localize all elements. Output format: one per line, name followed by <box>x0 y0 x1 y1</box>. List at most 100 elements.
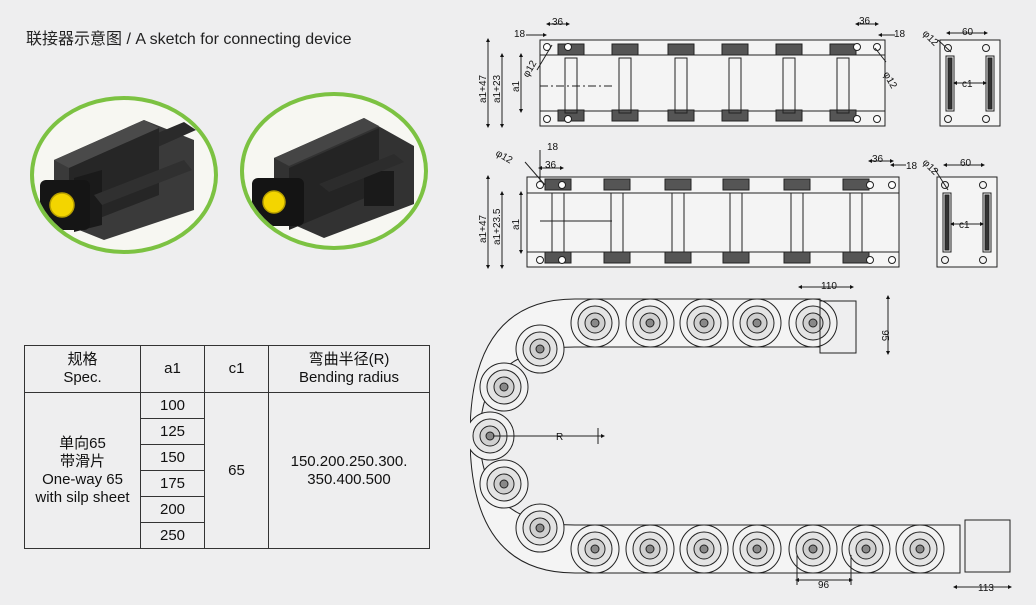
chain-link <box>679 524 729 574</box>
chain-plate-bottom <box>783 251 811 264</box>
crossbar <box>551 192 565 253</box>
chain-link <box>570 524 620 574</box>
header-bending-radius: 弯曲半径(R)Bending radius <box>268 345 430 393</box>
dim-a1: a1 <box>511 80 522 92</box>
dim-phi12-left: φ12 <box>521 58 540 79</box>
sketch-caption: 联接器示意图 / A sketch for connecting device <box>26 31 352 48</box>
dim-18-left: 18 <box>514 29 526 40</box>
chain-link <box>625 298 675 348</box>
a1-cell: 150 <box>140 444 205 471</box>
dim-110: 110 <box>821 281 837 292</box>
side-dim-60: 60 <box>962 27 974 38</box>
header-c1: c1 <box>204 345 269 393</box>
chain-plate-bottom <box>721 109 749 122</box>
radius-cell: 150.200.250.300.350.400.500 <box>268 392 430 549</box>
chain-plate-top <box>667 43 695 56</box>
pin-hole <box>558 256 566 264</box>
connector-illustration-1 <box>40 120 196 240</box>
chain-plate-bottom <box>722 251 750 264</box>
pin-hole <box>543 115 551 123</box>
dim-a1-47-2: a1+47 <box>478 214 489 243</box>
header-a1: a1 <box>140 345 205 393</box>
dim-18-left-2: 18 <box>547 142 559 153</box>
dim-18-right: 18 <box>894 29 906 40</box>
a1-cell: 175 <box>140 470 205 497</box>
chain-plate-top <box>842 178 870 191</box>
chain-link <box>515 324 565 374</box>
dim-36-left: 36 <box>552 17 564 28</box>
c1-cell: 65 <box>204 392 269 549</box>
side-dim-60-2: 60 <box>960 158 972 169</box>
top-view-drawing-2 <box>486 150 906 269</box>
chain-link <box>515 503 565 553</box>
chain-link <box>732 298 782 348</box>
dim-a1-2: a1 <box>511 218 522 230</box>
crossbar <box>618 57 632 114</box>
chain-link <box>479 362 529 412</box>
chain-plate-bottom <box>603 251 631 264</box>
side-view-drawing-2 <box>933 163 998 268</box>
chain-plate-top <box>775 43 803 56</box>
dim-36-right: 36 <box>859 16 871 27</box>
chain-plate-bottom <box>829 109 857 122</box>
dim-a1-23: a1+23 <box>492 74 503 103</box>
side-dim-phi12-2: φ12 <box>920 157 941 178</box>
dim-phi12-left-2: φ12 <box>494 148 515 167</box>
chain-plate-top <box>664 178 692 191</box>
chain-link <box>732 524 782 574</box>
chain-plate-top <box>829 43 857 56</box>
dim-a1-23-5: a1+23.5 <box>492 208 503 245</box>
chain-plate-top <box>544 178 572 191</box>
chain-plate-top <box>721 43 749 56</box>
a1-cell: 100 <box>140 392 205 419</box>
crossbar <box>674 57 688 114</box>
chain-link <box>895 524 945 574</box>
chain-plate-bottom <box>664 251 692 264</box>
side-dim-c1-2: c1 <box>959 220 970 231</box>
dim-a1-47: a1+47 <box>478 74 489 103</box>
pin-hole <box>888 256 896 264</box>
side-view-drawing-1 <box>937 31 1001 127</box>
crossbar <box>790 192 804 253</box>
chain-plate-bottom <box>611 109 639 122</box>
chain-plate-top <box>783 178 811 191</box>
a1-cell: 200 <box>140 496 205 523</box>
chain-plate-bottom <box>667 109 695 122</box>
side-dim-phi12: φ12 <box>920 28 941 49</box>
connector-photo-2 <box>240 92 428 250</box>
crossbar <box>782 57 796 114</box>
top-view-drawing-1 <box>486 22 895 128</box>
pin-hole <box>853 43 861 51</box>
dim-r: R <box>556 432 563 443</box>
side-dim-c1: c1 <box>962 79 973 90</box>
dim-113: 113 <box>978 583 994 594</box>
dim-18-right-2: 18 <box>906 161 918 172</box>
crossbar <box>728 57 742 114</box>
chain-plate-bottom <box>842 251 870 264</box>
pin-hole <box>853 115 861 123</box>
chain-plate-top <box>611 43 639 56</box>
connector-illustration-2 <box>252 118 414 238</box>
pin-hole <box>536 256 544 264</box>
chain-link <box>788 298 838 348</box>
chain-link <box>570 298 620 348</box>
chain-plate-bottom <box>775 109 803 122</box>
crossbar <box>671 192 685 253</box>
pin-hole <box>888 181 896 189</box>
chain-link <box>625 524 675 574</box>
technical-drawings: 36 18 φ12 36 18 φ12 a1+47 a1+23 a1 φ12 6… <box>470 16 1012 594</box>
pin-hole <box>558 181 566 189</box>
pin-hole <box>873 43 881 51</box>
dim-36-right-2: 36 <box>872 154 884 165</box>
dim-95: 95 <box>879 330 890 342</box>
chain-link <box>679 298 729 348</box>
a1-cell: 250 <box>140 522 205 549</box>
dim-96: 96 <box>818 580 830 591</box>
a1-cell: 125 <box>140 418 205 445</box>
pin-icon <box>50 193 74 217</box>
chain-link <box>788 524 838 574</box>
pin-hole <box>564 43 572 51</box>
